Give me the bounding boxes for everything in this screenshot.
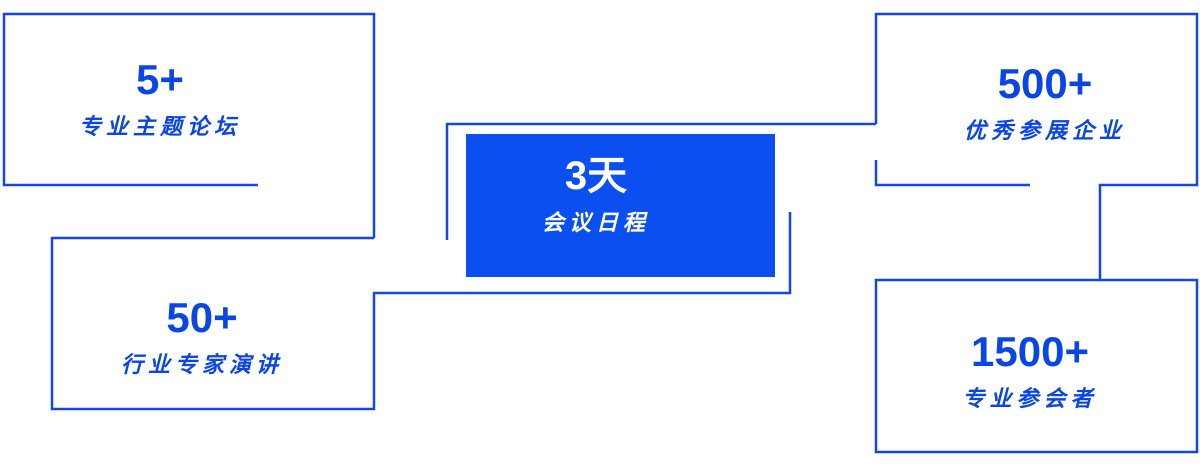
frame-exhibitors-bottom (874, 160, 1030, 187)
stat-days: 3天 会议日程 (511, 152, 681, 238)
stat-experts-label: 行业专家演讲 (120, 352, 283, 378)
frame-experts (50, 212, 792, 411)
frame-forums (2, 12, 376, 238)
stat-attendees: 1500+ 专业参会者 (930, 328, 1130, 414)
stat-exhibitors-label: 优秀参展企业 (963, 118, 1126, 144)
frame-attendees (874, 278, 1199, 454)
stat-attendees-value: 1500+ (971, 328, 1089, 375)
stat-days-value: 3天 (564, 154, 628, 198)
stat-forums-label: 专业主题论坛 (78, 114, 241, 140)
center-highlight-box: 3天 会议日程 (466, 134, 775, 277)
stat-experts-value: 50+ (166, 294, 238, 341)
stat-days-label: 会议日程 (541, 210, 650, 236)
stat-forums: 5+ 专业主题论坛 (60, 56, 260, 142)
stat-attendees-label: 专业参会者 (962, 386, 1098, 412)
stat-exhibitors: 500+ 优秀参展企业 (935, 60, 1155, 146)
frame-center-top (445, 122, 876, 240)
stat-exhibitors-value: 500+ (997, 60, 1093, 107)
stat-forums-value: 5+ (136, 56, 184, 103)
frame-exhibitors (874, 12, 1199, 282)
stat-experts: 50+ 行业专家演讲 (100, 294, 304, 380)
